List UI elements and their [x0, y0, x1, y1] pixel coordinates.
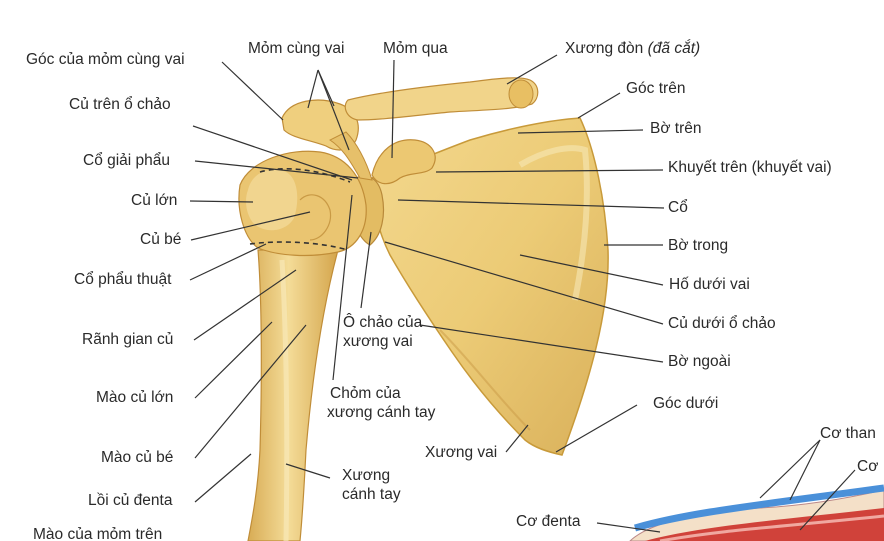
label-cu-lon: Củ lớn: [131, 192, 178, 209]
label-co-denta: Cơ đenta: [516, 513, 581, 530]
label-cu-tren-o-chao: Củ trên ổ chảo: [69, 96, 171, 113]
label-chom-2: xương cánh tay: [327, 404, 436, 421]
label-cu-be: Củ bé: [140, 231, 182, 248]
label-goc-duoi: Góc dưới: [653, 395, 719, 412]
clavicle: [344, 77, 539, 121]
label-ranh-gian-cu: Rãnh gian củ: [82, 331, 174, 348]
label-o-chao-2: xương vai: [343, 333, 413, 350]
label-cu-duoi-o-chao: Củ dưới ổ chảo: [668, 315, 776, 332]
label-bo-tren: Bờ trên: [650, 120, 702, 137]
label-mao-cu-lon: Mào củ lớn: [96, 389, 174, 406]
label-bo-ngoai: Bờ ngoài: [668, 353, 731, 370]
label-co-phau-thuat: Cổ phẩu thuật: [74, 271, 172, 288]
label-loi-cu-denta: Lồi củ đenta: [88, 492, 173, 509]
label-o-chao-1: Ô chảo của: [343, 314, 423, 331]
label-mao-cu-be: Mào củ bé: [101, 449, 174, 466]
label-xuong-don: Xương đòn (đã cắt): [565, 40, 701, 57]
label-goc-mom-cung-vai: Góc của mỏm cùng vai: [26, 51, 185, 68]
coracoid: [371, 139, 436, 185]
label-goc-tren: Góc trên: [626, 80, 686, 97]
scapula: [371, 117, 609, 456]
label-co: Cổ: [668, 199, 688, 216]
label-mom-cung-vai: Mỏm cùng vai: [248, 40, 345, 57]
label-xuong-canh-tay-2: cánh tay: [342, 486, 401, 503]
label-ho-duoi-vai: Hố dưới vai: [669, 276, 750, 293]
label-khuyet-tren: Khuyết trên (khuyết vai): [668, 159, 832, 176]
label-chom-1: Chỏm của: [330, 385, 401, 402]
label-mom-qua: Mỏm qua: [383, 40, 448, 57]
label-xuong-vai: Xương vai: [425, 444, 498, 461]
label-co-than: Cơ than: [820, 425, 876, 442]
leader-lines: [189, 54, 856, 533]
label-co-giai-phau: Cổ giải phẩu: [83, 152, 171, 169]
label-co-right: Cơ: [857, 458, 879, 475]
label-mao-mom-tren: Mào của mỏm trên: [33, 526, 163, 541]
label-xuong-canh-tay-1: Xương: [342, 467, 391, 484]
label-bo-trong: Bờ trong: [668, 237, 729, 254]
label-xuong-don-note: (đã cắt): [647, 40, 701, 57]
